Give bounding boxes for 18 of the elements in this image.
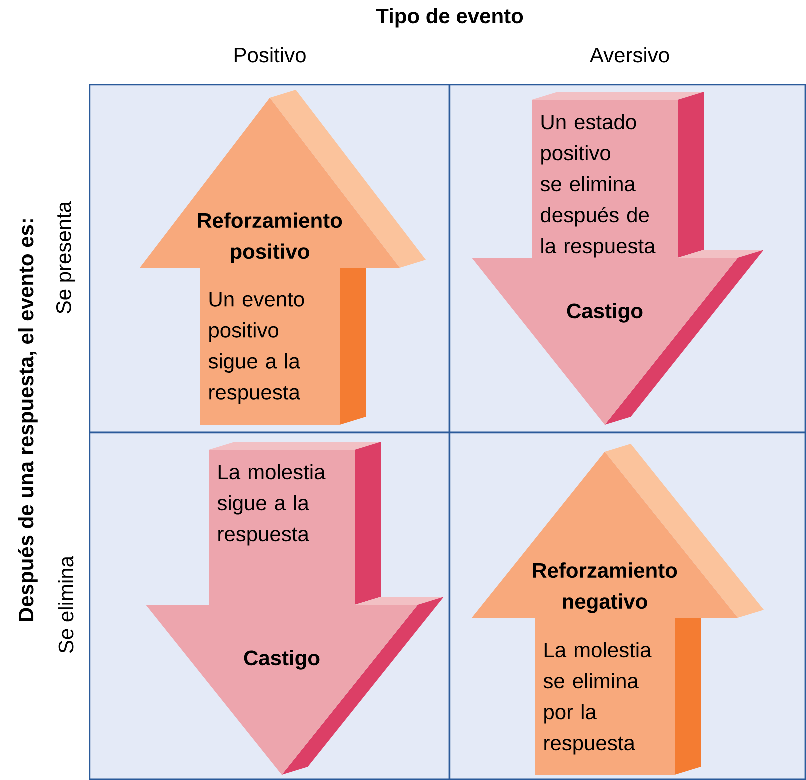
- arrow-text: Un evento positivo sigue a la respuesta: [208, 292, 304, 404]
- row-label: Se presenta: [56, 201, 76, 314]
- arrow-heading: Reforzamiento negativo: [534, 562, 678, 614]
- arrow-text: La molestia sigue a la respuesta: [218, 464, 326, 546]
- arrow-text: La molestia se elimina por la respuesta: [544, 642, 652, 755]
- row-header: Después de una respuesta, el evento es:: [18, 220, 38, 622]
- up-arrow-box: [472, 444, 764, 775]
- arrow-heading: Castigo: [244, 650, 320, 670]
- column-header: Tipo de evento: [376, 8, 524, 28]
- column-label: Aversivo: [590, 47, 670, 63]
- up-arrow-box: [140, 90, 426, 425]
- arrow-heading: Castigo: [567, 303, 643, 323]
- down-arrow-box: [472, 92, 764, 425]
- arrow-text: Un estado positivo se elimina después de la respuesta: [540, 114, 656, 258]
- row-label: Se elimina: [58, 556, 74, 654]
- column-label: Positivo: [234, 47, 306, 63]
- arrow-heading: Reforzamiento positivo: [198, 212, 342, 264]
- down-arrow-box: [146, 442, 444, 775]
